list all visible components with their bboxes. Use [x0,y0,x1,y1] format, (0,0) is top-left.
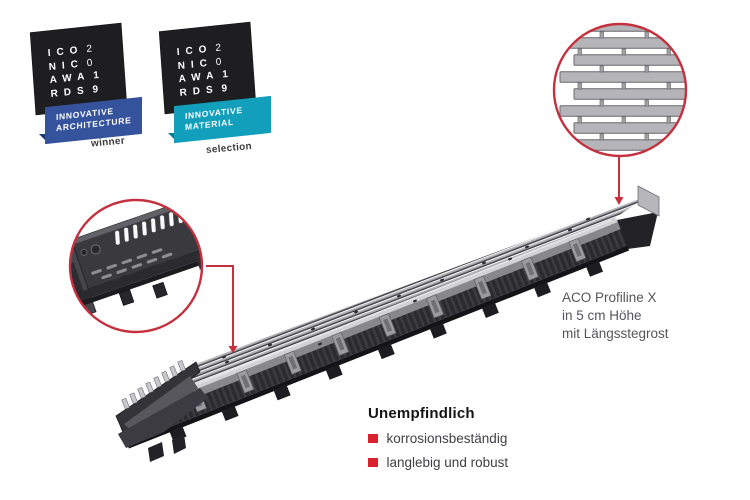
feature-item: langlebig und robust [368,455,508,470]
badge-digit: 1 [221,68,229,81]
badge-digit: 2 [86,43,93,56]
ribbon-fold [168,133,178,143]
callout-left-ring [68,198,204,334]
badge-letters: NIC [177,56,214,72]
award-level-label: winner [90,135,126,150]
badge-digit: 0 [86,57,93,69]
badge-letters: ICO [176,43,213,59]
callout-left-connector [206,265,234,346]
grating-back-edge [195,191,653,364]
callout-right-arrowhead [614,197,624,205]
feature-list: Unempfindlich korrosionsbeständig langle… [368,405,508,470]
longitudinal-bar-grating-detail [559,24,686,151]
feature-text: langlebig und robust [386,455,509,470]
product-name: ACO Profiline X [562,290,657,305]
callout-right-grating [552,22,688,205]
badge-digit: 1 [92,69,100,82]
drainage-channel [115,185,660,462]
red-bullet-icon [368,433,378,444]
product-grating-type: mit Längsstegrost [562,326,669,341]
feature-text: korrosionsbeständig [386,431,508,446]
feature-item: korrosionsbeständig [368,431,508,446]
callout-left-arrowhead [228,346,238,353]
product-height: in 5 cm Höhe [562,308,642,323]
callout-right-ring [552,22,688,158]
callout-left-channel-end [68,198,238,353]
longitudinal-bar-grating [116,193,652,416]
award-level-label: selection [205,141,253,156]
grating-front-edge [115,219,613,417]
badge-digit: 9 [221,82,228,95]
red-bullet-icon [368,457,378,468]
badge-digit: 2 [215,42,222,55]
ribbon-fold [39,134,49,144]
badge-digit: 0 [215,56,222,68]
channel-front-wall [116,217,630,449]
feature-title: Unempfindlich [368,405,475,422]
product-label: ACO Profiline X in 5 cm Höhe mit Längsst… [562,289,669,343]
channel-end-cap [637,185,660,217]
grating-perforations [182,217,590,380]
badge-letters: ICO [47,44,84,60]
channel-near-end [115,361,208,462]
badge-digit: 9 [92,83,99,96]
grating-bar-ends [121,360,186,410]
badge-letters: NIC [48,57,85,73]
